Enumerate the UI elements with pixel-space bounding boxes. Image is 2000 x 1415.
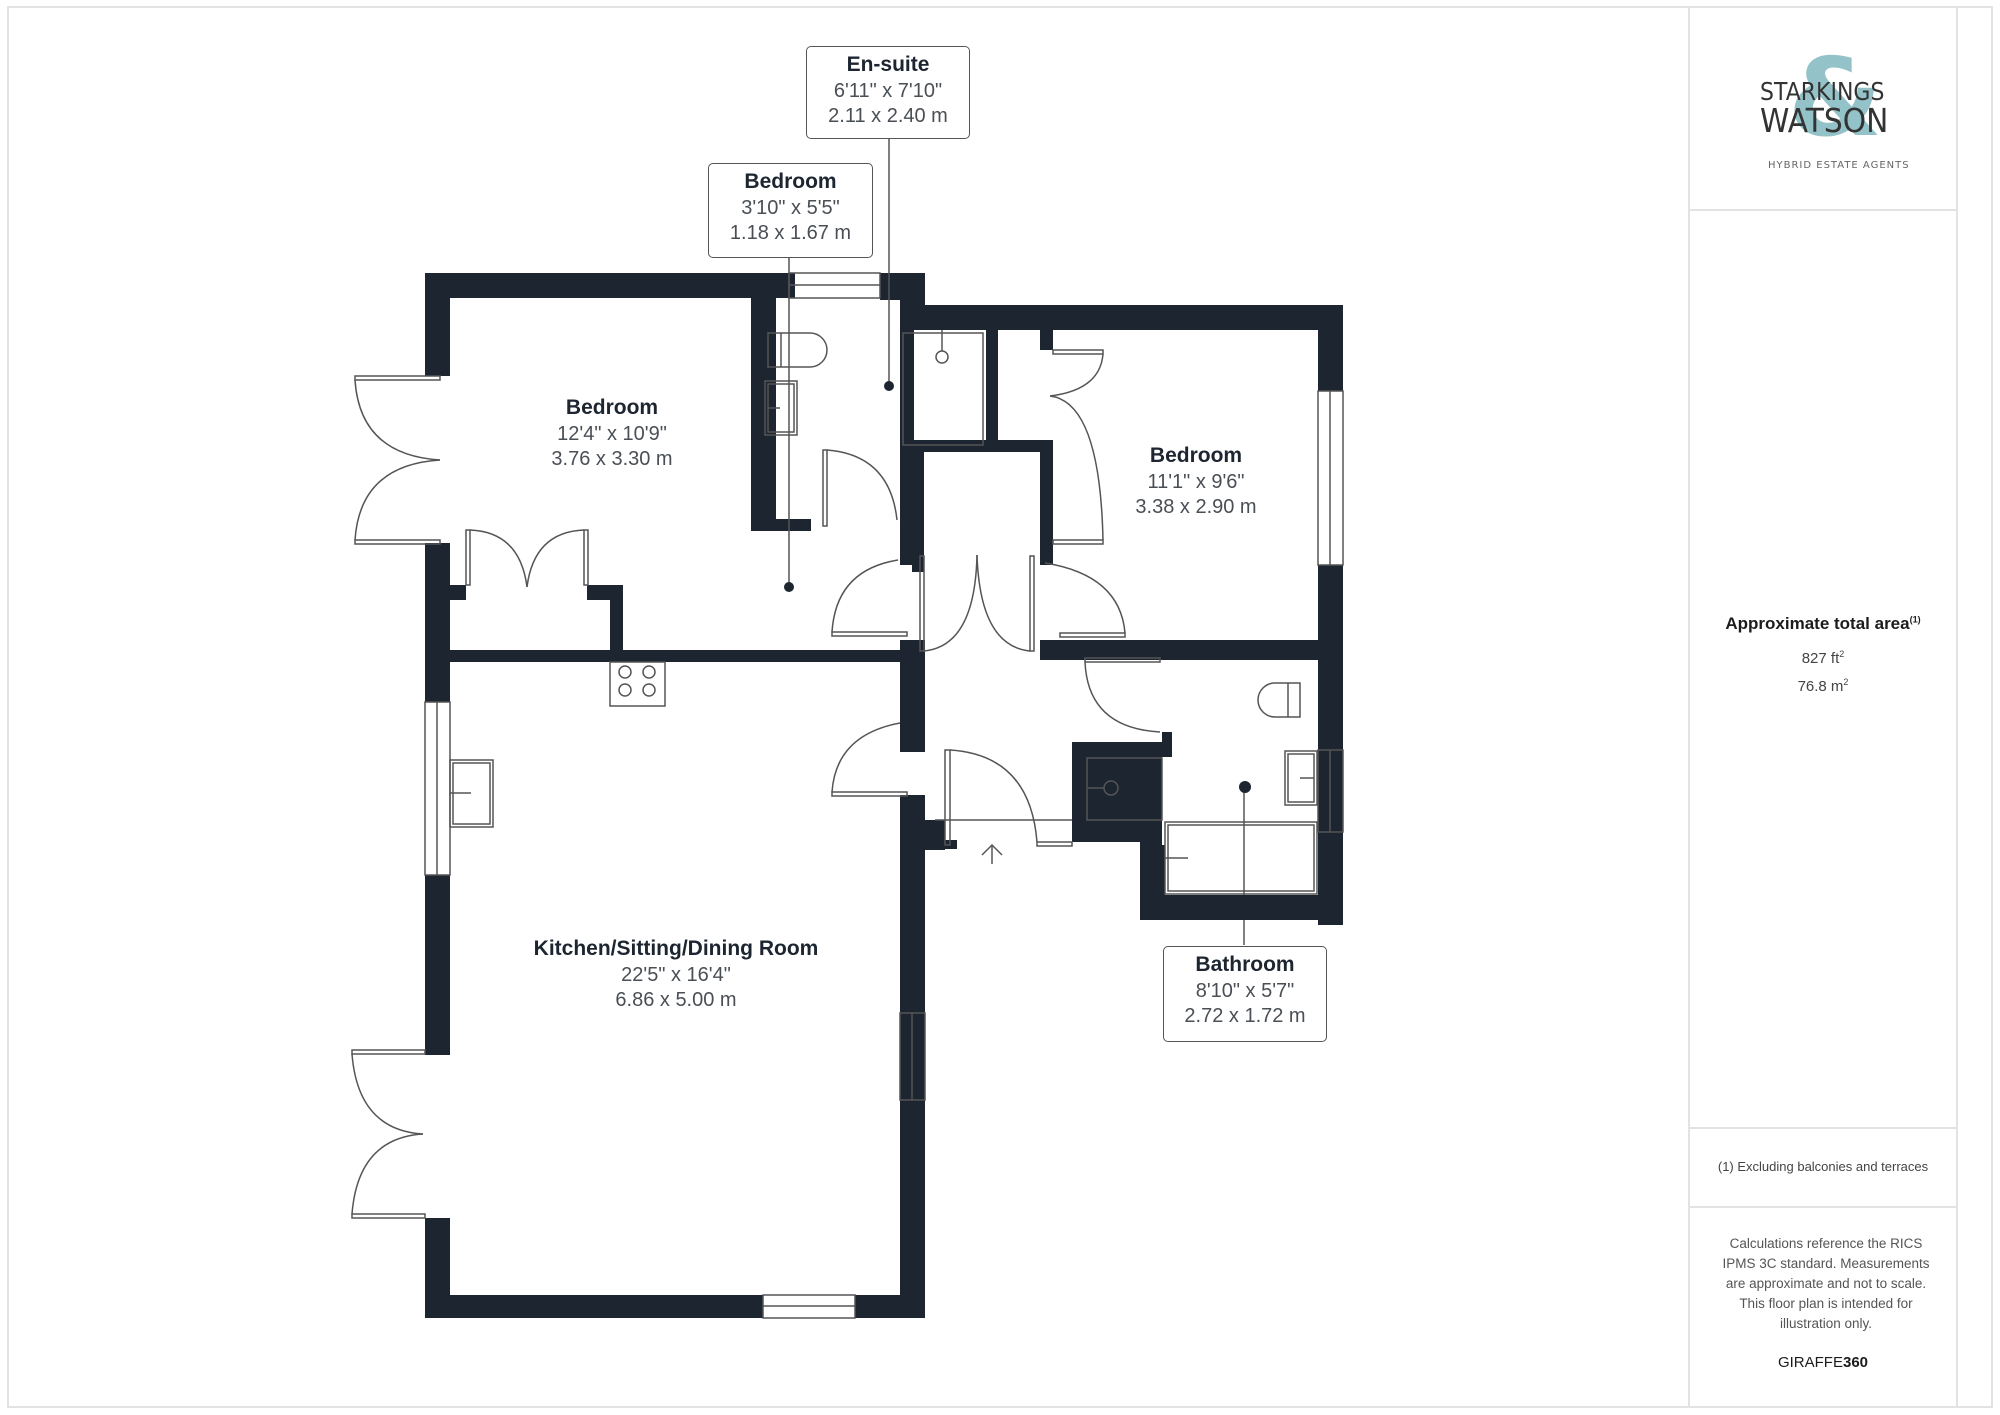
disclaimer-section: Calculations reference the RICS IPMS 3C … bbox=[1690, 1206, 1956, 1408]
brand-name-line2: WATSON bbox=[1760, 101, 1889, 140]
area-title-footnote-ref: (1) bbox=[1909, 614, 1921, 625]
callout-en-suite: En-suite 6'11" x 7'10" 2.11 x 2.40 m bbox=[806, 46, 970, 139]
room-name: Kitchen/Sitting/Dining Room bbox=[533, 937, 819, 960]
brand-logo: & STARKINGS WATSON bbox=[1758, 45, 1898, 171]
room-dim-metric: 6.86 x 5.00 m bbox=[615, 989, 737, 1011]
room-name: En-suite bbox=[846, 53, 930, 76]
area-title-text: Approximate total area bbox=[1725, 614, 1910, 633]
area-sqm-unit: 2 bbox=[1843, 677, 1849, 687]
room-dim-imperial: 6'11" x 7'10" bbox=[833, 80, 943, 102]
area-summary: Approximate total area(1) 827 ft2 76.8 m… bbox=[1690, 209, 1956, 1129]
room-label-kitchen: Kitchen/Sitting/Dining Room 22'5" x 16'4… bbox=[534, 935, 819, 1013]
brand-tagline: HYBRID ESTATE AGENTS bbox=[1768, 160, 1910, 171]
room-dim-imperial: 11'1" x 9'6" bbox=[1147, 471, 1245, 493]
area-sqft-unit: 2 bbox=[1839, 649, 1845, 659]
room-label-bedroom-2: Bedroom 11'1" x 9'6" 3.38 x 2.90 m bbox=[1135, 442, 1256, 520]
room-name: Bathroom bbox=[1195, 953, 1295, 976]
room-dim-metric: 3.38 x 2.90 m bbox=[1135, 496, 1257, 518]
room-name: Bedroom bbox=[1149, 444, 1243, 467]
area-sqft: 827 ft2 bbox=[1690, 649, 1956, 667]
room-dim-imperial: 3'10" x 5'5" bbox=[741, 197, 840, 219]
area-sqm-value: 76.8 m bbox=[1797, 678, 1844, 695]
disclaimer-text: Calculations reference the RICS IPMS 3C … bbox=[1722, 1236, 1930, 1331]
fixtures bbox=[351, 138, 1344, 1319]
room-dim-imperial: 12'4" x 10'9" bbox=[557, 423, 667, 445]
credit-suffix: 360 bbox=[1842, 1354, 1869, 1371]
room-dim-metric: 2.11 x 2.40 m bbox=[828, 105, 948, 127]
footnote-text: (1) Excluding balconies and terraces bbox=[1717, 1159, 1929, 1174]
light-points bbox=[784, 381, 1251, 793]
callout-bathroom: Bathroom 8'10" x 5'7" 2.72 x 1.72 m bbox=[1163, 946, 1327, 1042]
room-dim-imperial: 8'10" x 5'7" bbox=[1195, 980, 1295, 1002]
room-dim-metric: 1.18 x 1.67 m bbox=[729, 222, 852, 244]
ampersand-mark: & bbox=[1788, 36, 1883, 161]
room-name: Bedroom bbox=[744, 170, 837, 193]
area-sqm: 76.8 m2 bbox=[1690, 677, 1956, 695]
info-sidebar: & STARKINGS WATSON HYBRID ESTATE AGENTS … bbox=[1688, 6, 1958, 1408]
area-sqft-value: 827 ft bbox=[1801, 650, 1840, 667]
giraffe360-credit: GIRAFFE360 bbox=[1690, 1354, 1956, 1371]
logo-section: & STARKINGS WATSON HYBRID ESTATE AGENTS bbox=[1690, 6, 1956, 211]
room-label-bedroom-1: Bedroom 12'4" x 10'9" 3.76 x 3.30 m bbox=[551, 394, 672, 472]
credit-prefix: GIRAFFE bbox=[1777, 1354, 1843, 1371]
brand-name-line1: STARKINGS bbox=[1760, 77, 1885, 106]
footnote-section: (1) Excluding balconies and terraces bbox=[1690, 1127, 1956, 1208]
room-dim-metric: 3.76 x 3.30 m bbox=[551, 448, 673, 470]
callout-bedroom-3: Bedroom 3'10" x 5'5" 1.18 x 1.67 m bbox=[708, 163, 873, 258]
page-frame bbox=[7, 6, 1993, 1408]
room-dim-metric: 2.72 x 1.72 m bbox=[1184, 1005, 1306, 1027]
room-name: Bedroom bbox=[565, 396, 659, 419]
room-dim-imperial: 22'5" x 16'4" bbox=[621, 964, 731, 986]
area-title: Approximate total area(1) bbox=[1690, 614, 1956, 634]
